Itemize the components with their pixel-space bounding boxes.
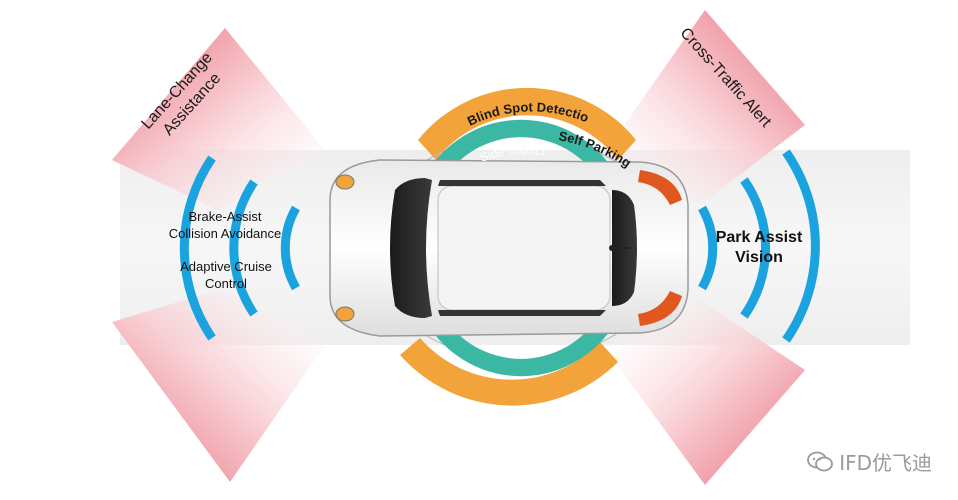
adaptive-cruise-label: Adaptive Cruise Control xyxy=(180,259,272,291)
cross-traffic-zone xyxy=(610,10,805,205)
side-impact-zone-bottom xyxy=(430,314,612,377)
blind-spot-label: Blind Spot Detection xyxy=(0,0,591,129)
blind-spot-zone-bottom xyxy=(400,338,618,406)
watermark: IFD优飞迪 xyxy=(807,447,932,476)
rear-sensor-waves xyxy=(698,149,820,343)
side-impact-zone-top xyxy=(430,119,612,182)
brake-assist-label: Brake-Assist Collision Avoidance xyxy=(168,209,282,241)
car-top-view xyxy=(329,159,689,337)
front-sensor-waves xyxy=(179,155,300,341)
rear-left-zone xyxy=(112,290,325,482)
wechat-icon xyxy=(807,451,834,471)
lane-change-zone xyxy=(112,28,325,210)
park-assist-label: Park Assist Vision xyxy=(715,229,803,266)
watermark-text: IFD优飞迪 xyxy=(839,451,932,475)
rear-right-zone xyxy=(610,300,805,485)
blind-spot-zone-top xyxy=(418,87,636,160)
